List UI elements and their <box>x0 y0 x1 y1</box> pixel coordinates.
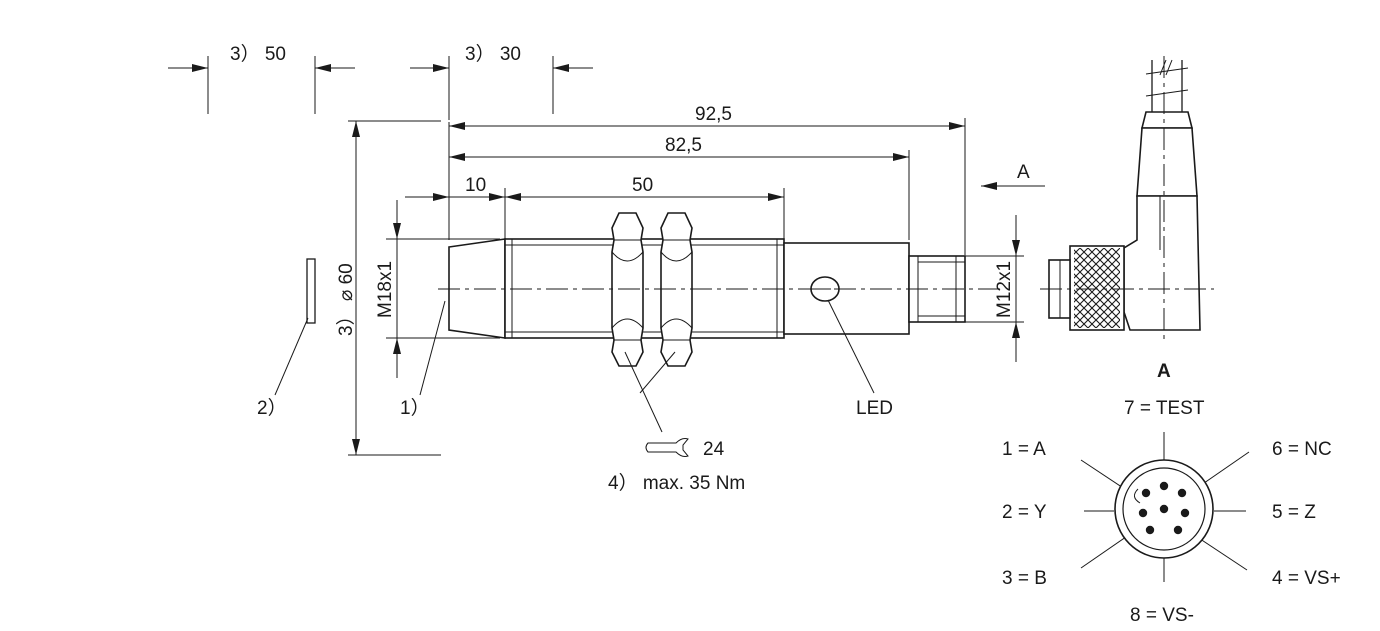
pin-6 <box>1177 488 1187 498</box>
view-arrow: A <box>981 162 1045 190</box>
dimension-thread-connector: M12x1 <box>965 215 1024 362</box>
pin-4 <box>1173 525 1183 535</box>
dim-diameter-label: 3） ⌀ 60 <box>335 263 357 336</box>
dimension-total-length: 92,5 <box>449 104 966 255</box>
dimension-thread-main: M18x1 <box>375 200 500 378</box>
pin-1 <box>1141 488 1151 498</box>
dimension-top-mid: 3） 30 <box>410 43 593 120</box>
dimension-diameter: 3） ⌀ 60 <box>335 120 441 456</box>
dim-total-length-label: 92,5 <box>695 104 732 125</box>
pin-5 <box>1180 508 1190 518</box>
pin-2-label: 2 = Y <box>1002 502 1047 523</box>
pin-2 <box>1138 508 1148 518</box>
dim-thread-main-label: M18x1 <box>375 261 396 318</box>
pin-8-label: 8 = VS- <box>1130 605 1194 626</box>
dim-housing-length-label: 82,5 <box>665 135 702 156</box>
pin-7-label: 7 = TEST <box>1124 398 1205 419</box>
dimension-housing-length: 82,5 <box>449 135 910 240</box>
callout-1: 1） <box>400 397 430 419</box>
dimension-front-and-thread: 10 50 <box>405 122 785 240</box>
pin-1-label: 1 = A <box>1002 439 1046 460</box>
pin-7 <box>1159 481 1169 491</box>
pin-6-label: 6 = NC <box>1272 439 1332 460</box>
torque-label: 4） max. 35 Nm <box>608 472 745 494</box>
wrench-size-label: 24 <box>703 439 725 460</box>
dim-thread-length-label: 50 <box>632 175 653 196</box>
callout-wrench: 24 4） max. 35 Nm <box>608 351 745 494</box>
pin-4-label: 4 = VS+ <box>1272 568 1341 589</box>
angled-connector <box>1040 56 1214 340</box>
pin-3 <box>1145 525 1155 535</box>
target-plate: 2） <box>257 258 316 419</box>
sensor-body <box>438 212 1000 367</box>
led-label: LED <box>856 398 893 419</box>
view-arrow-label: A <box>1017 162 1030 183</box>
pinout-diagram: A 7 = TEST 1 = A 6 = NC 2 = Y 5 = Z 3 = … <box>1002 361 1341 626</box>
nut-right <box>660 212 693 367</box>
pin-5-label: 5 = Z <box>1272 502 1316 523</box>
callout-sensing-face: 1） <box>400 300 446 419</box>
callout-led: LED <box>827 299 893 419</box>
dimension-top-left: 3） 50 <box>168 43 355 114</box>
wrench-icon <box>645 438 689 457</box>
dim-top-mid-label: 3） 30 <box>465 43 521 65</box>
pinout-title: A <box>1157 361 1171 382</box>
dim-thread-connector-label: M12x1 <box>994 261 1015 318</box>
dim-front-length-label: 10 <box>465 175 486 196</box>
callout-2: 2） <box>257 397 287 419</box>
dim-top-left-label: 3） 50 <box>230 43 286 65</box>
pin-3-label: 3 = B <box>1002 568 1047 589</box>
pin-8 <box>1159 504 1169 514</box>
